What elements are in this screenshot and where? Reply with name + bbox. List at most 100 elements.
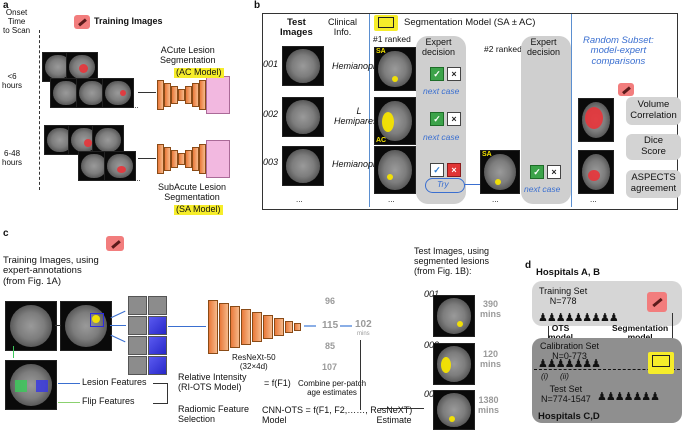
relative-intensity-label: Relative Intensity (RI-OTS Model) <box>178 372 247 392</box>
patch-estimate: 115 <box>322 320 339 331</box>
accept-button[interactable]: ✓ <box>530 165 544 179</box>
accept-button[interactable]: ✓ <box>430 67 444 81</box>
reject-button[interactable]: × <box>547 165 561 179</box>
hospitals-cd-label: Hospitals C,D <box>538 411 600 422</box>
people-icons: ♟♟♟♟♟♟♟ <box>538 358 601 370</box>
expert-decision-column-2 <box>521 36 571 204</box>
test-scan <box>282 97 324 137</box>
ri-formula: = f(F1) <box>264 378 291 388</box>
image-patch <box>148 336 167 355</box>
onset-label: Onset Time to Scan <box>3 8 31 35</box>
sa-model-label: (SA Model) <box>174 204 223 215</box>
accept-button[interactable]: ✓ <box>430 112 444 126</box>
path-ii-label: (ii) <box>560 372 569 381</box>
test-set-label: Test Set N=774-1547 <box>541 384 591 404</box>
clinical-info: Hemianopia <box>332 61 381 71</box>
reject-button[interactable]: × <box>447 163 461 177</box>
train-scan-annotated <box>60 301 112 351</box>
ellipsis: ... <box>296 195 303 204</box>
people-icons: ♟♟♟♟♟♟♟ <box>597 391 660 403</box>
annotation-icon <box>106 236 124 251</box>
train-scan <box>102 78 134 108</box>
timeline-axis <box>39 30 41 190</box>
panel-b-letter: b <box>254 0 261 11</box>
accept-button[interactable]: ✓ <box>430 163 444 177</box>
test-scan <box>282 46 324 86</box>
arrow <box>110 310 126 319</box>
sa-tag: SA <box>376 48 386 55</box>
image-patch <box>148 296 167 315</box>
hospitals-ab-label: Hospitals A, B <box>536 267 601 278</box>
row-id: 003 <box>263 157 279 167</box>
computer-icon <box>648 352 674 374</box>
train-scan <box>92 125 124 155</box>
test-scan <box>282 146 324 186</box>
bracket <box>153 383 168 404</box>
calibration-set-label: Calibration Set N=0-773 <box>540 341 600 361</box>
panel-c-letter: c <box>3 228 9 239</box>
next-case-label: next case <box>423 86 460 96</box>
mins-label: mins <box>357 331 370 337</box>
panel-a-letter: a <box>3 0 9 11</box>
ellipsis: ... <box>492 195 499 204</box>
combine-label: Combine per-patch age estimates <box>298 379 367 397</box>
row2-time: 6-48 hours <box>2 149 23 167</box>
arrow <box>168 326 206 327</box>
image-patch <box>128 336 147 355</box>
next-case-label: next case <box>524 184 561 194</box>
dice-score-box: Dice Score <box>626 134 681 160</box>
seg-model-title: Segmentation Model (SA ± AC) <box>404 17 536 28</box>
image-patch <box>148 316 167 335</box>
clinical-info: L Hemiparesis <box>334 106 385 126</box>
divider-line <box>571 14 572 207</box>
aspects-agreement-box: ASPECTS agreement <box>626 170 681 198</box>
clinical-info: Hemianopia <box>332 159 381 169</box>
seg-model-label: Segmentation model <box>612 323 669 342</box>
ac-model-label: (AC Model) <box>174 67 224 78</box>
patch-estimate: 85 <box>325 341 336 351</box>
ranked1-scan: SA <box>374 47 416 91</box>
ellipsis: ... <box>134 174 141 183</box>
row-id: 002 <box>424 340 440 350</box>
training-images-label: Training Images, using expert-annotation… <box>3 255 99 287</box>
feature-scan <box>5 360 57 410</box>
ranked1-scan <box>374 146 416 194</box>
try-loop <box>425 178 465 193</box>
second-ranked-label: #2 ranked <box>484 44 522 54</box>
divider-line <box>369 14 370 207</box>
row-id: 001 <box>263 59 279 69</box>
test-images-header: Test Images <box>280 17 313 39</box>
image-patch <box>128 296 147 315</box>
expert-decision-label-1: Expert decision <box>422 37 456 57</box>
arrow <box>360 340 361 410</box>
arrow <box>548 326 549 338</box>
arrow <box>464 184 484 185</box>
combined-estimate: 102 <box>355 319 372 330</box>
ellipsis: ... <box>388 195 395 204</box>
patch-estimate: 96 <box>325 296 336 306</box>
patch-estimate: 107 <box>322 362 338 372</box>
arrow <box>138 92 156 93</box>
test-scan <box>433 343 475 385</box>
row-id: 001 <box>424 289 440 299</box>
train-scan <box>104 151 136 181</box>
cnn-ots-formula: CNN-OTS = f(F1, F2,……, ResNeXT) Model Es… <box>262 405 413 425</box>
computer-icon <box>374 15 398 31</box>
reject-button[interactable]: × <box>447 67 461 81</box>
arrow <box>13 346 14 358</box>
flip-features-label: Flip Features <box>82 396 135 406</box>
arrow <box>58 402 80 403</box>
test-estimate: 390 mins <box>480 299 502 319</box>
lesion-features-label: Lesion Features <box>82 377 147 387</box>
train-scan <box>5 301 57 351</box>
random-subset-label: Random Subset: model-expert comparisons <box>583 35 654 67</box>
reject-button[interactable]: × <box>447 112 461 126</box>
people-icons: ♟♟♟♟♟♟♟♟♟ <box>538 312 619 324</box>
sa-description: SubAcute Lesion Segmentation <box>158 182 227 202</box>
image-patch <box>148 356 167 375</box>
expert-scan <box>578 150 614 194</box>
volume-correlation-box: Volume Correlation <box>626 97 681 125</box>
clinical-info-header: Clinical Info. <box>328 17 358 37</box>
ac-tag: AC <box>376 137 387 144</box>
row-id: 002 <box>263 109 279 119</box>
